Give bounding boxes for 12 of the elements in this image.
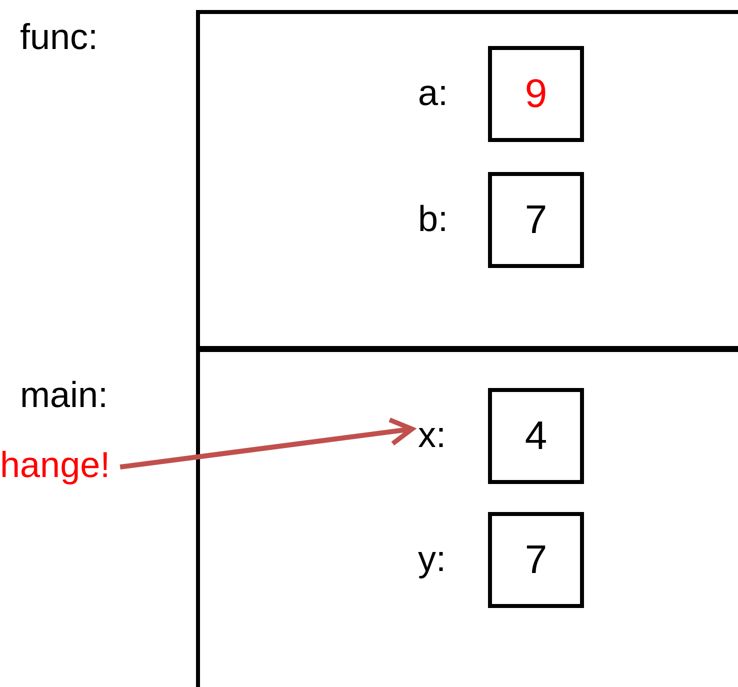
variable-name: b: bbox=[418, 198, 448, 240]
value-box: 4 bbox=[488, 388, 584, 484]
variable-name: y: bbox=[418, 538, 446, 580]
note-text: hange! bbox=[0, 444, 110, 486]
frame-label: main: bbox=[20, 374, 108, 416]
value-box: 7 bbox=[488, 512, 584, 608]
arrow bbox=[120, 417, 414, 470]
value-box: 7 bbox=[488, 172, 584, 268]
variable-name: x: bbox=[418, 414, 446, 456]
variable-name: a: bbox=[418, 72, 448, 114]
value-box: 9 bbox=[488, 46, 584, 142]
frame-label: func: bbox=[20, 16, 98, 58]
